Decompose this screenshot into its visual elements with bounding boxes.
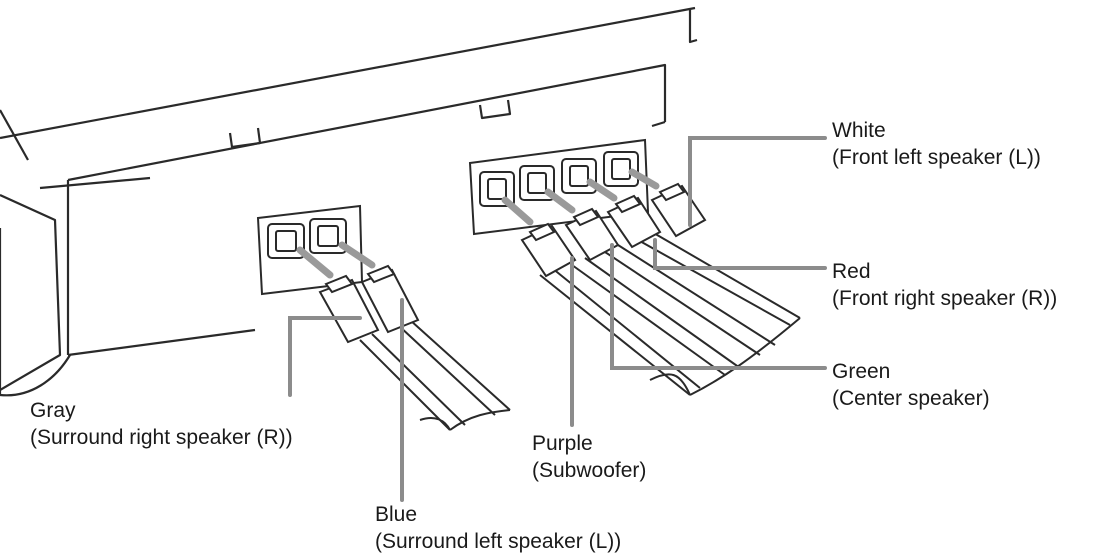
label-green: Green (Center speaker) <box>832 358 990 412</box>
label-purple-color: Purple <box>532 432 593 455</box>
front-cables <box>539 231 801 396</box>
label-white: White (Front left speaker (L)) <box>832 117 1041 171</box>
label-green-color: Green <box>832 360 891 383</box>
plug-gray <box>318 274 380 344</box>
leader-white <box>688 136 827 227</box>
leader-lines <box>288 136 827 502</box>
label-purple: Purple (Subwoofer) <box>532 430 646 484</box>
leader-gray <box>288 316 362 397</box>
label-red-desc: (Front right speaker (R)) <box>832 287 1058 310</box>
label-purple-desc: (Subwoofer) <box>532 459 647 482</box>
insertion-arrows <box>296 168 660 279</box>
label-green-desc: (Center speaker) <box>832 387 990 410</box>
label-gray: Gray (Surround right speaker (R)) <box>30 397 293 451</box>
device-rear-panel <box>0 6 698 397</box>
label-red-color: Red <box>832 260 871 283</box>
label-gray-color: Gray <box>30 399 76 422</box>
leader-green <box>610 243 827 370</box>
leader-red <box>653 238 827 270</box>
label-blue-desc: (Surround left speaker (L)) <box>375 530 622 553</box>
label-red: Red (Front right speaker (R)) <box>832 258 1057 312</box>
label-gray-desc: (Surround right speaker (R)) <box>30 426 293 449</box>
label-blue-color: Blue <box>375 503 418 526</box>
label-white-desc: (Front left speaker (L)) <box>832 146 1041 169</box>
plug-green <box>564 207 620 262</box>
label-white-color: White <box>832 119 886 142</box>
plug-red <box>606 194 662 249</box>
plug-white <box>650 182 707 238</box>
label-blue: Blue (Surround left speaker (L)) <box>375 501 621 555</box>
surround-cables <box>359 319 511 431</box>
plug-purple <box>520 222 577 278</box>
